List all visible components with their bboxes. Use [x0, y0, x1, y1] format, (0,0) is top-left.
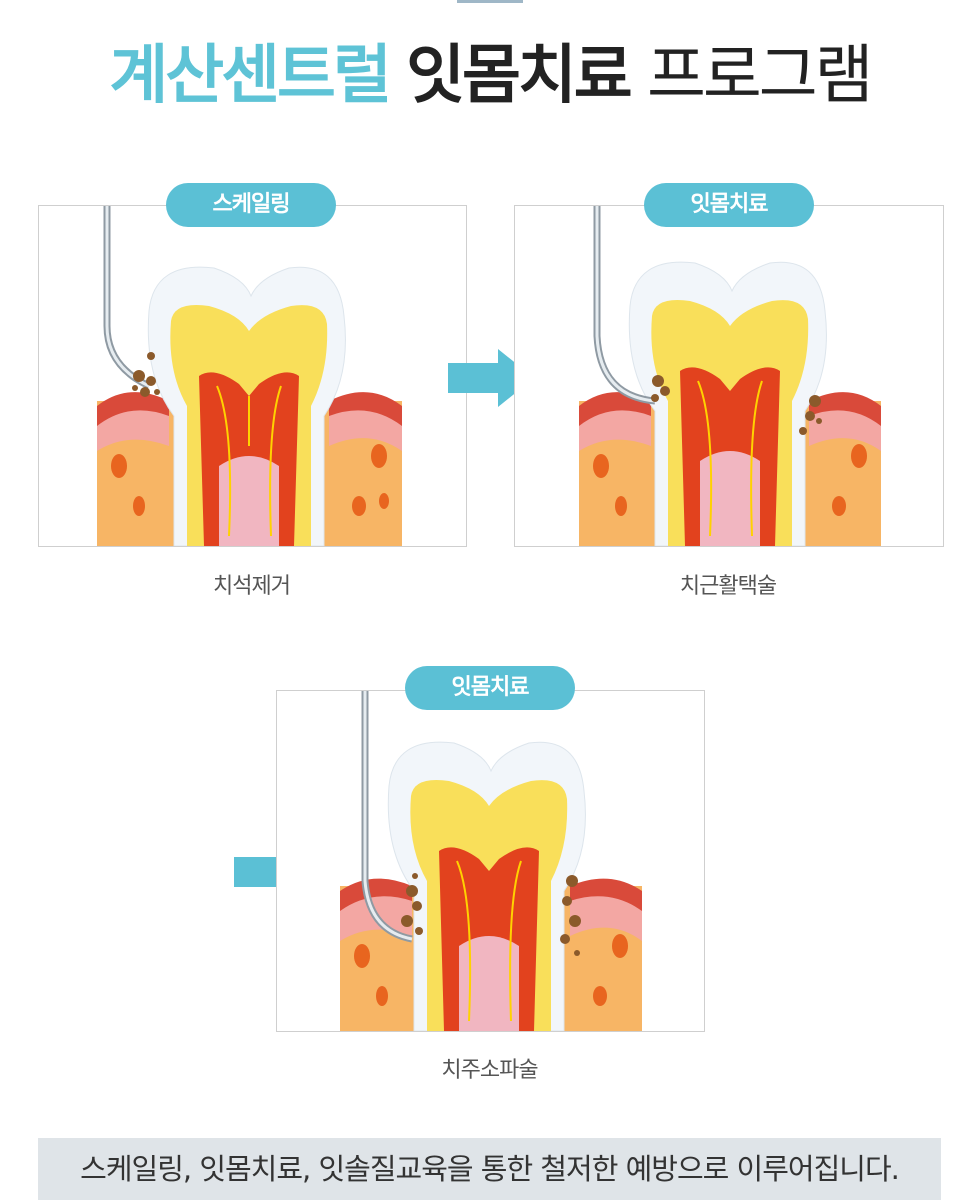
badge-gum-treatment-1: 잇몸치료 — [644, 183, 814, 227]
tooth-illustration-scaling — [97, 206, 402, 546]
title-treatment: 잇몸치료 — [406, 39, 633, 113]
caption-scaling: 치석제거 — [213, 574, 291, 599]
caption-curettage: 치주소파술 — [441, 1058, 538, 1083]
title-clinic-name: 계산센트럴 — [109, 39, 391, 113]
panel-root-planing — [514, 205, 944, 547]
badge-gum-treatment-2: 잇몸치료 — [405, 666, 575, 710]
caption-root-planing: 치근활택술 — [679, 574, 777, 599]
panel-scaling — [38, 205, 467, 547]
top-tab-indicator — [457, 0, 523, 3]
tooth-illustration-root-planing — [579, 206, 881, 546]
arrow-right-icon — [448, 349, 534, 407]
page-title: 계산센트럴 잇몸치료 프로그램 — [0, 34, 980, 118]
footer-banner: 스케일링, 잇몸치료, 잇솔질교육을 통한 철저한 예방으로 이루어집니다. — [38, 1138, 941, 1200]
panel-curettage — [276, 690, 705, 1032]
badge-scaling: 스케일링 — [166, 183, 336, 227]
tooth-illustration-curettage — [340, 691, 642, 1031]
title-program: 프로그램 — [647, 39, 874, 113]
